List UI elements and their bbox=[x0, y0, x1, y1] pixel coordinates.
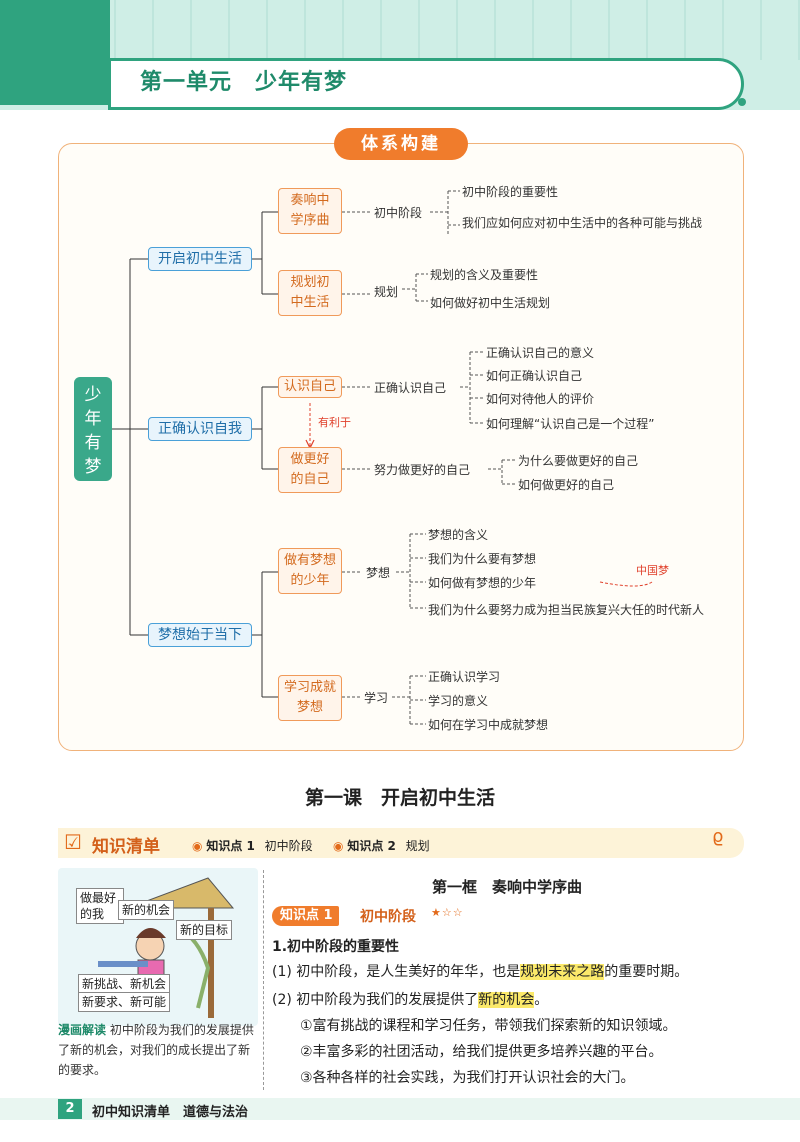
node-xuexi: 学习成就梦想 bbox=[278, 675, 342, 721]
leaf: 如何做更好的自己 bbox=[518, 478, 615, 492]
mid-chuzhong: 初中阶段 bbox=[374, 206, 423, 220]
node-renshiziji: 认识自己 bbox=[278, 376, 342, 398]
bubble-yaoqiu: 新要求、新可能 bbox=[78, 992, 171, 1012]
checkmark-icon: ☑ bbox=[64, 830, 82, 854]
leaf: 梦想的含义 bbox=[428, 528, 489, 542]
node-genghao: 做更好的自己 bbox=[278, 447, 342, 493]
point-tag: 知识点 2 bbox=[347, 839, 396, 853]
lesson-title: 第一课 开启初中生活 bbox=[304, 787, 495, 809]
para-text: 的重要时期。 bbox=[604, 964, 689, 980]
leaf: 如何理解“认识自己是一个过程” bbox=[486, 417, 655, 431]
branch-renshi: 正确认识自我 bbox=[148, 417, 252, 441]
leaf: 规划的含义及重要性 bbox=[430, 268, 539, 282]
checklist-point-1: ◉ 知识点 1 初中阶段 bbox=[192, 837, 313, 854]
para-text: 。 bbox=[534, 992, 549, 1008]
mindmap-frame bbox=[58, 143, 744, 751]
leaf: 正确认识自己的意义 bbox=[486, 346, 595, 360]
mid-renshi: 正确认识自己 bbox=[374, 381, 447, 395]
leaf: 我们为什么要努力成为担当民族复兴大任的时代新人 bbox=[428, 603, 705, 617]
mindmap-root: 少年有梦 bbox=[74, 377, 112, 481]
leaf: 如何在学习中成就梦想 bbox=[428, 718, 549, 732]
difficulty-stars: ★☆☆ bbox=[431, 906, 464, 919]
knowledge-point-badge: 知识点 1 bbox=[272, 906, 339, 926]
para-text: (2) 初中阶段为我们的发展提供了 bbox=[272, 992, 479, 1008]
checklist-bar bbox=[58, 828, 744, 858]
checklist-point-2: ◉ 知识点 2 规划 bbox=[333, 837, 430, 854]
note-zhongguomeng: 中国梦 bbox=[636, 564, 669, 577]
bubble-mubiao: 新的目标 bbox=[176, 920, 233, 940]
leaf: 正确认识学习 bbox=[428, 670, 501, 684]
leaf: 我们应如何应对初中生活中的各种可能与挑战 bbox=[462, 216, 703, 230]
unit-title-bar bbox=[108, 58, 744, 110]
point-name: 初中阶段 bbox=[264, 839, 313, 853]
para-text: (1) 初中阶段，是人生美好的年华，也是 bbox=[272, 964, 521, 980]
mindmap-root-label: 少年有梦 bbox=[84, 385, 102, 477]
page-number: 2 bbox=[58, 1099, 82, 1119]
unit-title: 第一单元 少年有梦 bbox=[140, 70, 348, 95]
body-paragraph: ①富有挑战的课程和学习任务，带领我们探索新的知识领域。 bbox=[300, 1018, 677, 1034]
note-youliyu: 有利于 bbox=[318, 416, 351, 429]
node-zouxiang: 奏响中学序曲 bbox=[278, 188, 342, 234]
mindmap-title: 体系构建 bbox=[334, 128, 468, 160]
body-paragraph: ②丰富多彩的社团活动，给我们提供更多培养兴趣的平台。 bbox=[300, 1044, 663, 1060]
body-paragraph: ③各种各样的社会实践，为我们打开认识社会的大门。 bbox=[300, 1070, 635, 1086]
leaf: 如何对待他人的评价 bbox=[486, 392, 595, 406]
mid-xuexi: 学习 bbox=[364, 691, 389, 705]
point-tag: 知识点 1 bbox=[206, 839, 255, 853]
leaf: 如何做好初中生活规划 bbox=[430, 296, 551, 310]
footer-text: 初中知识清单 道德与法治 bbox=[92, 1105, 249, 1120]
mid-guihua: 规划 bbox=[374, 285, 399, 299]
para-highlight: 新的机会 bbox=[478, 992, 535, 1008]
bubble-zuihao: 做最好的我 bbox=[76, 888, 124, 924]
body-heading: 1.初中阶段的重要性 bbox=[272, 939, 400, 955]
para-highlight: 规划未来之路 bbox=[520, 964, 605, 980]
branch-mengxiang: 梦想始于当下 bbox=[148, 623, 252, 647]
body-paragraph: (1) 初中阶段，是人生美好的年华，也是规划未来之路的重要时期。 bbox=[272, 962, 688, 982]
leaf: 为什么要做更好的自己 bbox=[518, 454, 639, 468]
checklist-title: 知识清单 bbox=[92, 837, 160, 857]
column-divider bbox=[263, 870, 264, 1090]
leaf: 初中阶段的重要性 bbox=[462, 185, 559, 199]
section-title: 第一框 奏响中学序曲 bbox=[431, 878, 582, 896]
header-dot bbox=[738, 98, 746, 106]
header-tab bbox=[0, 0, 110, 105]
node-guihua: 规划初中生活 bbox=[278, 270, 342, 316]
bullet-icon: ◉ bbox=[192, 839, 203, 853]
comic-caption-text: 初中阶段为我们的发展提供了新的机会，对我们的成长提出了新的要求。 bbox=[58, 1023, 254, 1077]
leaf: 我们为什么要有梦想 bbox=[428, 552, 537, 566]
point-name: 规划 bbox=[405, 839, 430, 853]
comic-caption: 漫画解读 初中阶段为我们的发展提供了新的机会，对我们的成长提出了新的要求。 bbox=[58, 1020, 254, 1080]
leaf: 学习的意义 bbox=[428, 694, 489, 708]
swirl-icon: ϱ bbox=[712, 826, 724, 847]
mid-nuli: 努力做更好的自己 bbox=[374, 463, 471, 477]
leaf: 如何做有梦想的少年 bbox=[428, 576, 537, 590]
leaf: 如何正确认识自己 bbox=[486, 369, 583, 383]
bubble-tiaozhan: 新挑战、新机会 bbox=[78, 974, 171, 994]
knowledge-point-name: 初中阶段 bbox=[360, 909, 416, 925]
comic-caption-label: 漫画解读 bbox=[58, 1023, 107, 1037]
bubble-jihui: 新的机会 bbox=[118, 900, 175, 920]
node-youmengxiang: 做有梦想的少年 bbox=[278, 548, 342, 594]
body-paragraph: (2) 初中阶段为我们的发展提供了新的机会。 bbox=[272, 990, 548, 1010]
mid-mengxiang: 梦想 bbox=[366, 566, 391, 580]
branch-kaiqi: 开启初中生活 bbox=[148, 247, 252, 271]
bullet-icon: ◉ bbox=[333, 839, 344, 853]
comic-illustration: 做最好的我 新的机会 新的目标 新挑战、新机会 新要求、新可能 bbox=[58, 868, 258, 1026]
header-pattern bbox=[0, 0, 800, 60]
footer-bar bbox=[0, 1098, 800, 1120]
